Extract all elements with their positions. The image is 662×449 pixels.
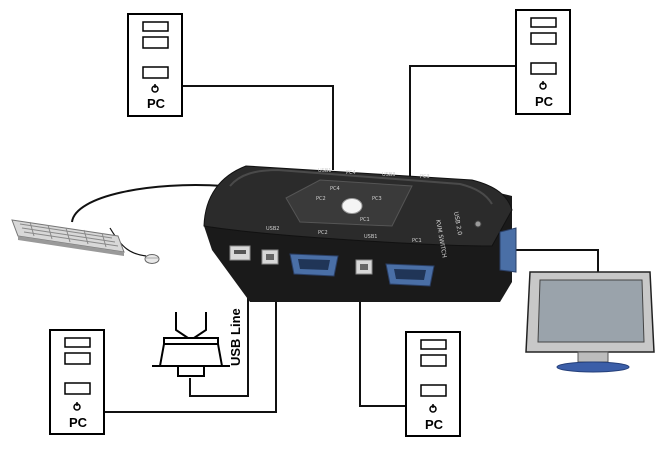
cable-monitor bbox=[512, 249, 599, 272]
kvm-port-label-pc1: PC1 bbox=[412, 238, 422, 244]
kvm-switch: KVM SWITCH USB 2.0 USB1 PC4 USB3 PC3 PC1… bbox=[203, 165, 517, 302]
kvm-led bbox=[474, 220, 482, 228]
vga-port-monitor[interactable] bbox=[499, 227, 517, 273]
kvm-top-label-pc4: PC4 bbox=[346, 170, 356, 176]
usb-line-label: USB Line bbox=[228, 308, 243, 366]
kvm-select-label-pc1: PC1 bbox=[360, 217, 370, 223]
pc-tower-top-right: PC bbox=[515, 9, 571, 115]
pc-tower-bottom-right: PC bbox=[405, 331, 461, 437]
cable-bottom-left-pc bbox=[104, 268, 277, 413]
kvm-port-label-usb1: USB1 bbox=[364, 234, 377, 240]
kvm-select-label-pc3: PC3 bbox=[372, 196, 382, 202]
kvm-top-label-usb3: USB3 bbox=[382, 172, 395, 178]
pc-label: PC bbox=[147, 96, 166, 111]
pc-label: PC bbox=[69, 415, 88, 430]
kvm-ports bbox=[229, 227, 517, 287]
keyboard-icon bbox=[11, 219, 125, 256]
pc-tower-top-left: PC bbox=[127, 13, 183, 117]
cable-top-right-pc bbox=[409, 65, 516, 183]
mouse-icon bbox=[144, 254, 160, 264]
kvm-top-label-usb1: USB1 bbox=[318, 168, 331, 174]
pc-label: PC bbox=[425, 417, 444, 432]
usb-plug-icon bbox=[152, 312, 230, 377]
monitor-icon bbox=[525, 271, 655, 373]
kvm-select-button[interactable] bbox=[341, 198, 363, 214]
cables bbox=[71, 65, 599, 413]
kvm-port-label-usb2: USB2 bbox=[266, 226, 279, 232]
cable-mouse bbox=[109, 227, 147, 257]
cable-top-left-pc bbox=[182, 85, 334, 170]
cable-bottom-right-pc bbox=[359, 284, 406, 407]
kvm-select-label-pc4: PC4 bbox=[330, 186, 340, 192]
kvm-port-label-pc2: PC2 bbox=[318, 230, 328, 236]
kvm-select-label-pc2: PC2 bbox=[316, 196, 326, 202]
pc-label: PC bbox=[535, 94, 554, 109]
pc-tower-bottom-left: PC bbox=[49, 329, 105, 435]
cable-keyboard bbox=[71, 184, 225, 223]
kvm-top-label-pc3: PC3 bbox=[420, 174, 430, 180]
kvm-model: USB 2.0 bbox=[452, 211, 463, 236]
cable-usb-line bbox=[189, 268, 249, 397]
